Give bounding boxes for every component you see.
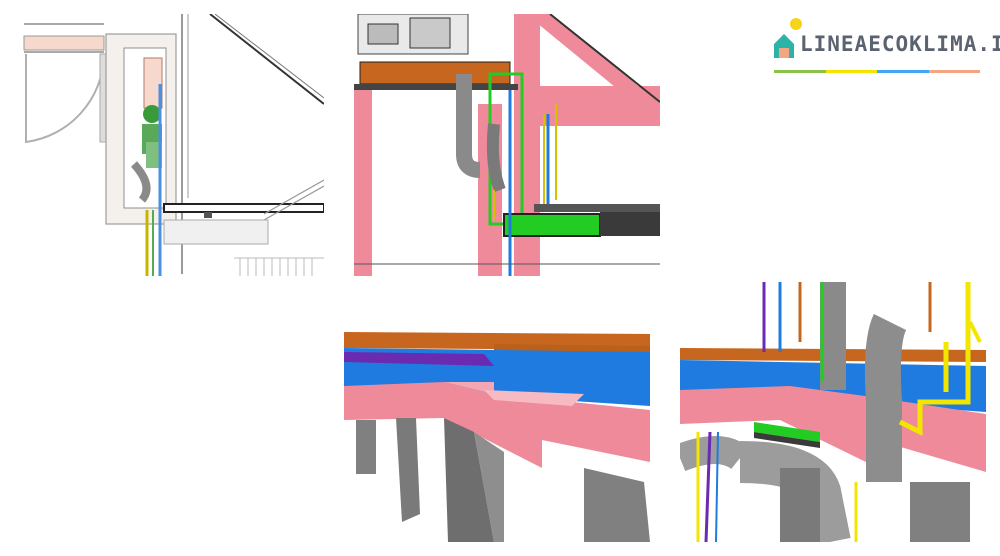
section-detail — [354, 14, 660, 276]
duct-elbow — [864, 313, 907, 482]
brand-stripe — [774, 70, 980, 73]
installation-3d-render — [680, 282, 986, 542]
valve-icon — [143, 105, 161, 123]
column-grey — [356, 420, 376, 474]
door-swing — [25, 54, 105, 144]
brand-logo: LINEAECOKLIMA.IT — [770, 14, 1000, 76]
beam-pink — [680, 386, 986, 472]
duct-vertical — [820, 282, 846, 390]
duct-grey — [456, 74, 481, 178]
installation-3d-view — [680, 282, 986, 542]
slab-edge — [163, 203, 324, 213]
floor-plan-drawing — [23, 14, 324, 276]
floor-slab — [359, 61, 511, 85]
section-detail-drawing — [354, 14, 660, 276]
brand-name: LINEAECOKLIMA.IT — [800, 32, 1000, 56]
wall-hatch — [23, 35, 105, 51]
floor-plan-overview — [14, 14, 324, 276]
logo-icon — [774, 18, 802, 58]
pipe-yellow — [898, 282, 971, 437]
column-left — [354, 84, 372, 276]
structure-3d-render — [344, 282, 650, 542]
structure-3d-view — [344, 282, 650, 542]
